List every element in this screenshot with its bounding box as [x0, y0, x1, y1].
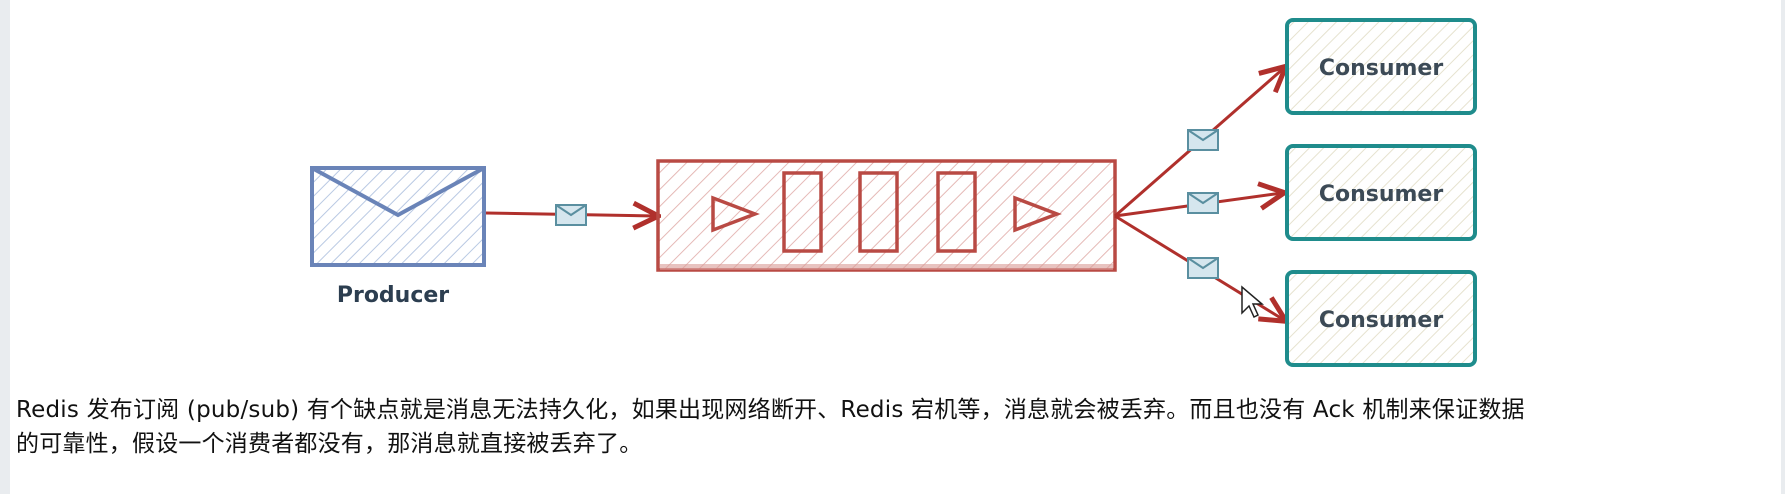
message-queue: [656, 159, 1117, 272]
message-envelope-icon: [555, 204, 587, 226]
queue-tail-triangle-icon: [1013, 195, 1062, 233]
fanout-arrow-top: [1114, 68, 1284, 218]
mouse-cursor-icon: [1241, 285, 1265, 319]
producer-envelope-icon: [310, 166, 486, 267]
description-line-2: 的可靠性，假设一个消费者都没有，那消息就直接被丢弃了。: [16, 431, 643, 457]
description-line-1: Redis 发布订阅 (pub/sub) 有个缺点就是消息无法持久化，如果出现网…: [16, 397, 1525, 423]
fanout-arrow-middle: [1114, 193, 1282, 218]
producer-label: Producer: [337, 283, 449, 308]
queue-head-triangle-icon: [711, 195, 760, 233]
consumer-box-1: Consumer: [1285, 18, 1477, 115]
consumer-box-3: Consumer: [1285, 270, 1477, 367]
queue-message-slot: [782, 171, 823, 253]
consumer-label: Consumer: [1319, 308, 1444, 333]
consumer-box-2: Consumer: [1285, 144, 1477, 241]
queue-message-slot: [858, 171, 899, 253]
queue-message-slot: [936, 171, 977, 253]
description-paragraph: Redis 发布订阅 (pub/sub) 有个缺点就是消息无法持久化，如果出现网…: [16, 393, 1766, 461]
consumer-label: Consumer: [1319, 182, 1444, 207]
consumer-label: Consumer: [1319, 56, 1444, 81]
